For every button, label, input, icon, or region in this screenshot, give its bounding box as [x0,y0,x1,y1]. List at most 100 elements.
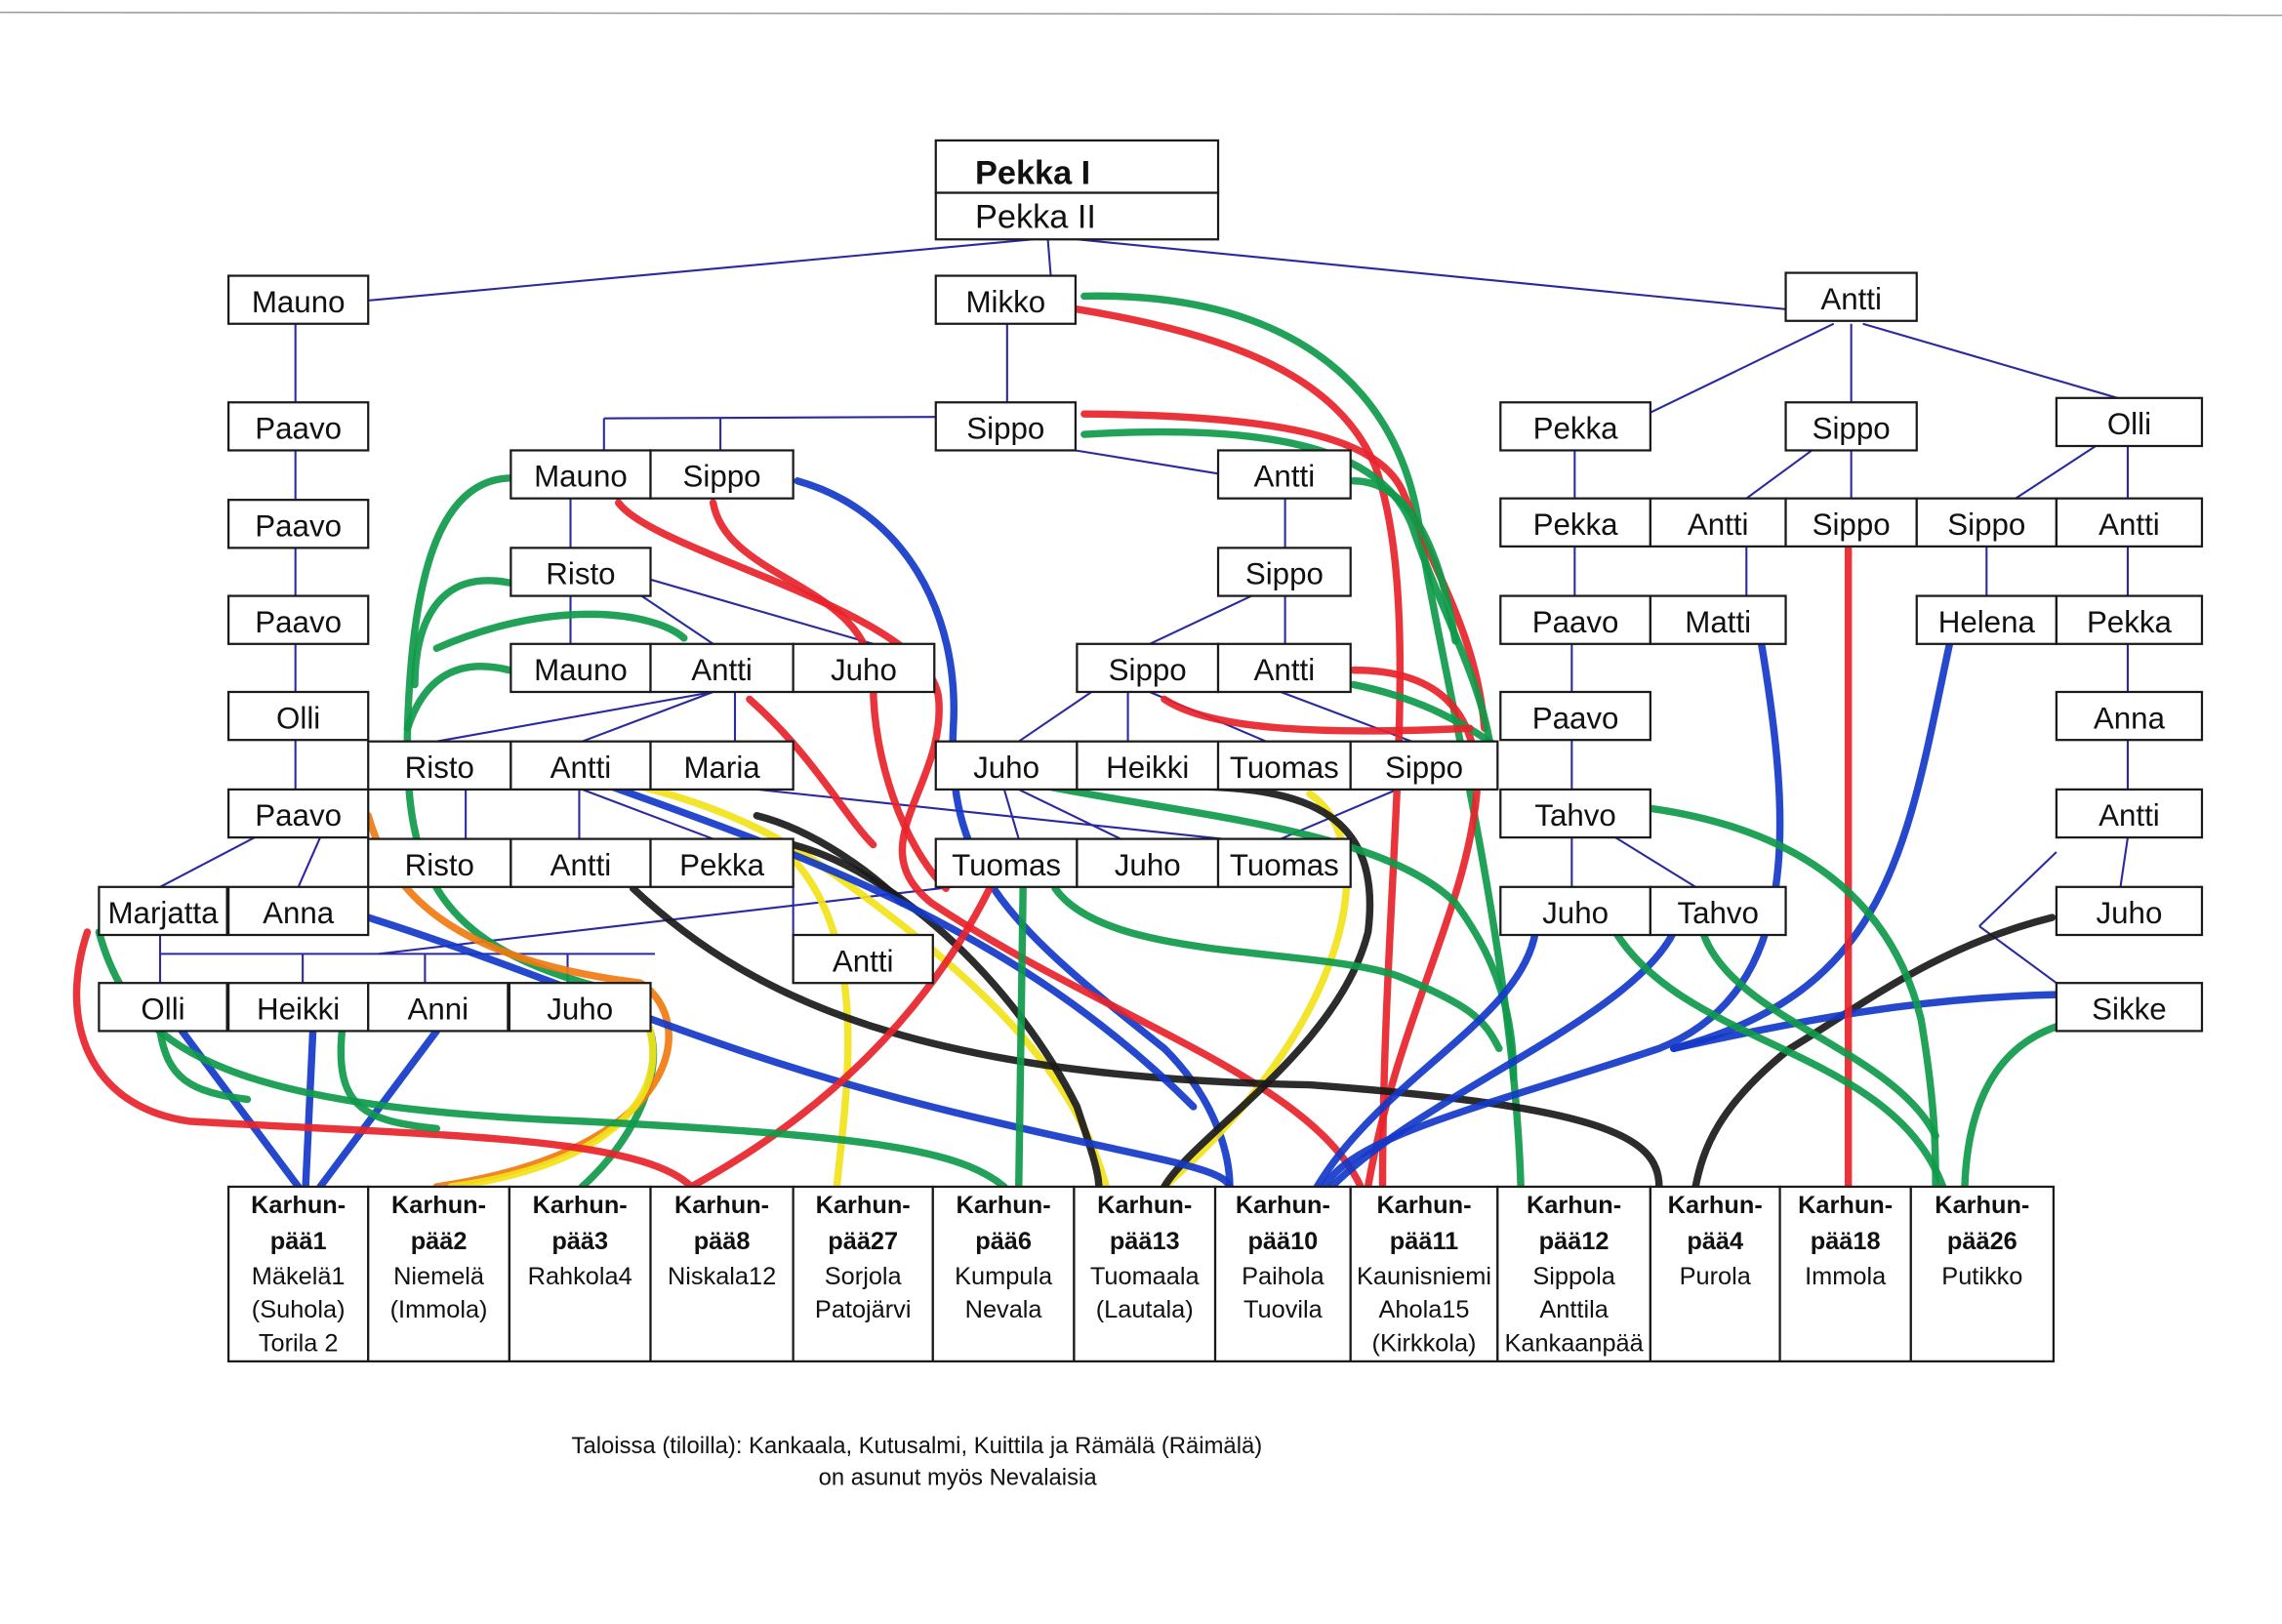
person-box-frame [367,740,512,792]
person-box[interactable]: Sikke [2055,982,2204,1033]
person-box-frame [1076,837,1220,888]
scan-edge [0,11,2282,17]
person-box[interactable]: Antti [1216,449,1352,500]
person-name: Olli [141,992,184,1026]
person-box[interactable]: Mauno [509,449,652,500]
person-box[interactable]: Olli [226,690,370,742]
person-box[interactable]: Paavo [226,788,370,839]
person-box[interactable]: Paavo [226,594,370,645]
person-box[interactable]: Pekka [1499,401,1651,452]
person-box[interactable]: Paavo [1499,594,1651,645]
person-box[interactable]: Matti [1649,594,1787,645]
person-box[interactable]: Tahvo [1649,885,1787,937]
red-lineage-line [1161,695,1474,735]
person-box[interactable]: Sippo [1349,740,1499,792]
green-lineage-line [1080,427,1496,761]
person-box[interactable]: Anna [2055,690,2204,742]
person-name: Antti [550,848,612,882]
person-box[interactable]: Risto [509,547,652,597]
person-box[interactable]: Heikki [226,982,370,1033]
person-box[interactable]: Tuomas [934,837,1079,888]
person-box[interactable]: Antti [1649,497,1787,548]
person-box[interactable]: Mauno [509,642,652,694]
house-box-frame [1073,1185,1217,1362]
person-box[interactable]: Sippo [1915,497,2058,548]
person-name: Paavo [1532,605,1619,639]
person-box[interactable]: Juho [934,740,1079,792]
person-box[interactable]: Antti [1784,271,1918,322]
house-name-line-2: pää8 [694,1228,751,1255]
green-lineage-line [1698,928,1939,1140]
person-box[interactable]: Antti [792,933,934,985]
person-box[interactable]: Tuomas [1216,740,1352,792]
house-place: Kaunisniemi [1357,1263,1491,1290]
person-box[interactable]: Heikki [1076,740,1220,792]
person-box[interactable]: Sippo [1216,547,1352,597]
person-box[interactable]: Juho [1076,837,1220,888]
person-box[interactable]: Paavo [1499,690,1651,742]
person-box[interactable]: Sippo [1784,497,1918,548]
person-box[interactable]: Anni [367,982,509,1033]
person-box[interactable]: Antti [649,642,795,694]
house-place: (Lautala) [1096,1296,1194,1323]
person-name: Maria [683,751,760,785]
person-box[interactable]: Helena [1915,594,2058,645]
person-box[interactable]: Anna [226,885,370,937]
house-place: Torila 2 [259,1329,339,1357]
person-box[interactable]: Juho [508,982,652,1033]
person-name: Risto [405,751,474,785]
person-box[interactable]: Sippo [934,401,1078,452]
green-lineage-line [403,663,513,732]
house-place: Sorjola [825,1263,903,1290]
person-box[interactable]: Sippo [649,449,795,500]
person-box[interactable]: Tahvo [1499,788,1651,839]
person-box[interactable]: Antti [2055,788,2204,839]
person-name: Juho [831,653,897,687]
red-lineage-line [1073,305,1405,1191]
person-box[interactable]: Mauno [226,274,370,325]
person-box[interactable]: Antti [509,740,652,792]
person-box[interactable]: Tuomas [1216,837,1352,888]
house-name-line-1: Karhun- [533,1192,628,1219]
green-lineage-line [1647,804,1939,1191]
person-box[interactable]: Juho [792,642,936,694]
person-box[interactable]: Sippo [1784,401,1918,452]
person-name: Marjatta [107,896,219,930]
person-name: Sippo [966,412,1044,446]
person-box[interactable]: Paavo [226,401,370,452]
person-box[interactable]: Risto [367,837,512,888]
person-box[interactable]: Risto [367,740,512,792]
person-box[interactable]: Pekka [649,837,795,888]
person-box[interactable]: Sippo [1076,642,1220,694]
person-box[interactable]: Juho [1499,885,1651,937]
person-box[interactable]: Juho [2055,885,2204,937]
person-box[interactable]: Pekka [2055,594,2204,645]
person-box[interactable]: Olli [2055,396,2204,448]
house-name-line-2: pää3 [551,1228,608,1255]
person-box[interactable]: Mikko [934,274,1078,325]
person-box[interactable]: Antti [509,837,652,888]
person-box[interactable]: Olli [98,982,228,1033]
person-box[interactable]: Pekka [1499,497,1651,548]
person-box[interactable]: Marjatta [98,885,228,937]
person-box[interactable]: Antti [2055,497,2204,548]
person-box[interactable]: Antti [1216,642,1352,694]
person-box[interactable]: Maria [649,740,795,792]
house-name-line-2: pää6 [975,1228,1032,1255]
root-box-pekka[interactable]: Pekka I Pekka II [934,139,1220,241]
person-box[interactable]: Paavo [226,499,370,549]
